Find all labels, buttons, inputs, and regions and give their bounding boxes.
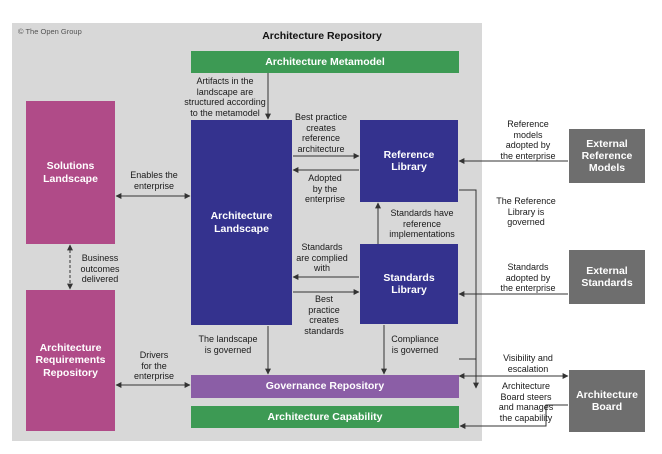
- architecture-landscape-box: Architecture Landscape: [191, 120, 292, 325]
- external-standards-box: External Standards: [569, 250, 645, 304]
- label-landscape-governed: The landscape is governed: [198, 334, 258, 355]
- label-business-outcomes: Business outcomes delivered: [80, 253, 120, 285]
- architecture-requirements-repository-box: Architecture Requirements Repository: [26, 290, 115, 431]
- copyright-notice: © The Open Group: [18, 27, 82, 36]
- reference-governance-connector: [459, 189, 477, 360]
- label-best-practice-reference: Best practice creates reference architec…: [294, 112, 348, 154]
- label-visibility-escalation: Visibility and escalation: [503, 353, 553, 374]
- architecture-board-box: Architecture Board: [569, 370, 645, 432]
- label-compliance-governed: Compliance is governed: [391, 334, 439, 355]
- label-artifacts-structured: Artifacts in the landscape are structure…: [184, 76, 266, 118]
- label-best-practice-standards: Best practice creates standards: [304, 294, 344, 336]
- governance-repository-box: Governance Repository: [191, 375, 459, 398]
- label-reference-library-governed: The Reference Library is governed: [496, 196, 556, 228]
- standards-library-box: Standards Library: [360, 244, 458, 324]
- label-adopted-by-enterprise: Adopted by the enterprise: [304, 173, 346, 205]
- label-drivers-enterprise: Drivers for the enterprise: [133, 350, 175, 382]
- label-standards-reference-implementations: Standards have reference implementations: [389, 208, 455, 240]
- label-board-steers-capability: Architecture Board steers and manages th…: [498, 381, 554, 423]
- label-standards-adopted: Standards adopted by the enterprise: [500, 262, 556, 294]
- architecture-capability-box: Architecture Capability: [191, 406, 459, 428]
- board-to-capability-arrow: [459, 404, 568, 429]
- label-standards-complied: Standards are complied with: [296, 242, 348, 274]
- external-reference-models-box: External Reference Models: [569, 129, 645, 183]
- reference-library-box: Reference Library: [360, 120, 458, 202]
- label-enables-enterprise: Enables the enterprise: [130, 170, 178, 191]
- label-reference-models-adopted: Reference models adopted by the enterpri…: [500, 119, 556, 161]
- architecture-metamodel-box: Architecture Metamodel: [191, 51, 459, 73]
- diagram-title: Architecture Repository: [262, 30, 382, 42]
- solutions-landscape-box: Solutions Landscape: [26, 101, 115, 244]
